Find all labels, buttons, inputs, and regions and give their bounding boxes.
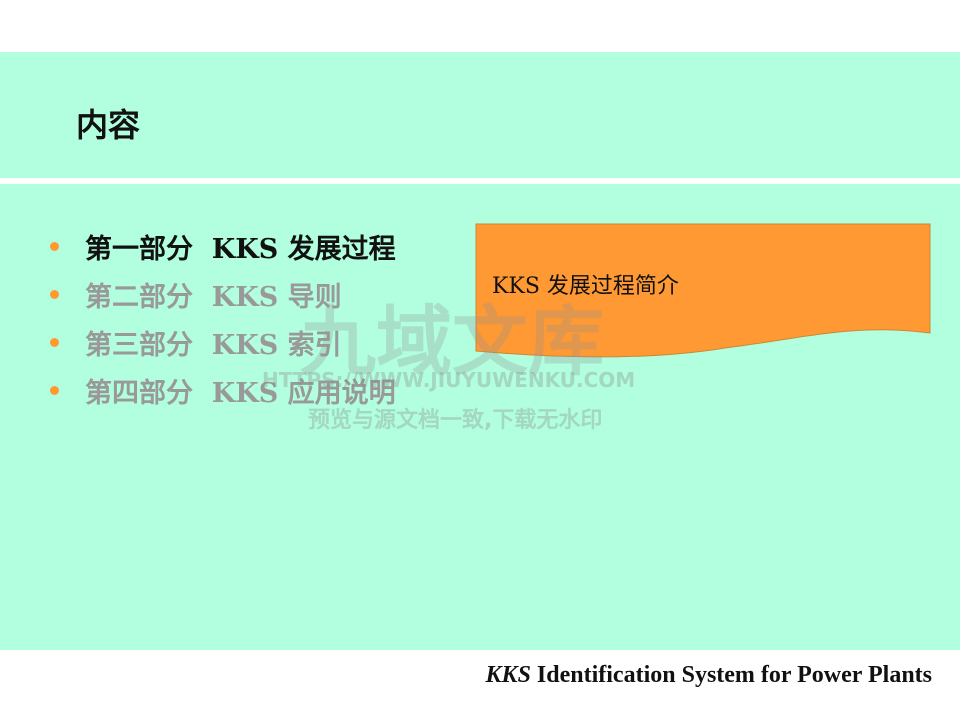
contents-list: 第一部分 KKS 发展过程 第二部分 KKS 导则 第三部分 KKS 索引 第四… [50,222,396,414]
item-label: 第三部分 KKS 索引 [85,329,342,361]
footer-kks: KKS [485,662,531,688]
item-label: 第四部分 KKS 应用说明 [85,377,396,409]
header-band [0,52,960,178]
bullet-icon [50,241,59,251]
callout-text: KKS 发展过程简介 [492,274,679,299]
bullet-icon [50,385,59,395]
bullet-icon [50,337,59,347]
list-item: 第三部分 KKS 索引 [50,318,396,366]
item-label: 第一部分 KKS 发展过程 [85,233,396,265]
item-label: 第二部分 KKS 导则 [85,281,342,313]
bullet-icon [50,289,59,299]
list-item: 第一部分 KKS 发展过程 [50,222,396,270]
list-item: 第二部分 KKS 导则 [50,270,396,318]
callout-shape [475,223,931,358]
list-item: 第四部分 KKS 应用说明 [50,366,396,414]
footer-rest: Identification System for Power Plants [530,662,932,688]
footer-text: KKS Identification System for Power Plan… [486,662,932,689]
slide-title: 内容 [76,106,141,144]
